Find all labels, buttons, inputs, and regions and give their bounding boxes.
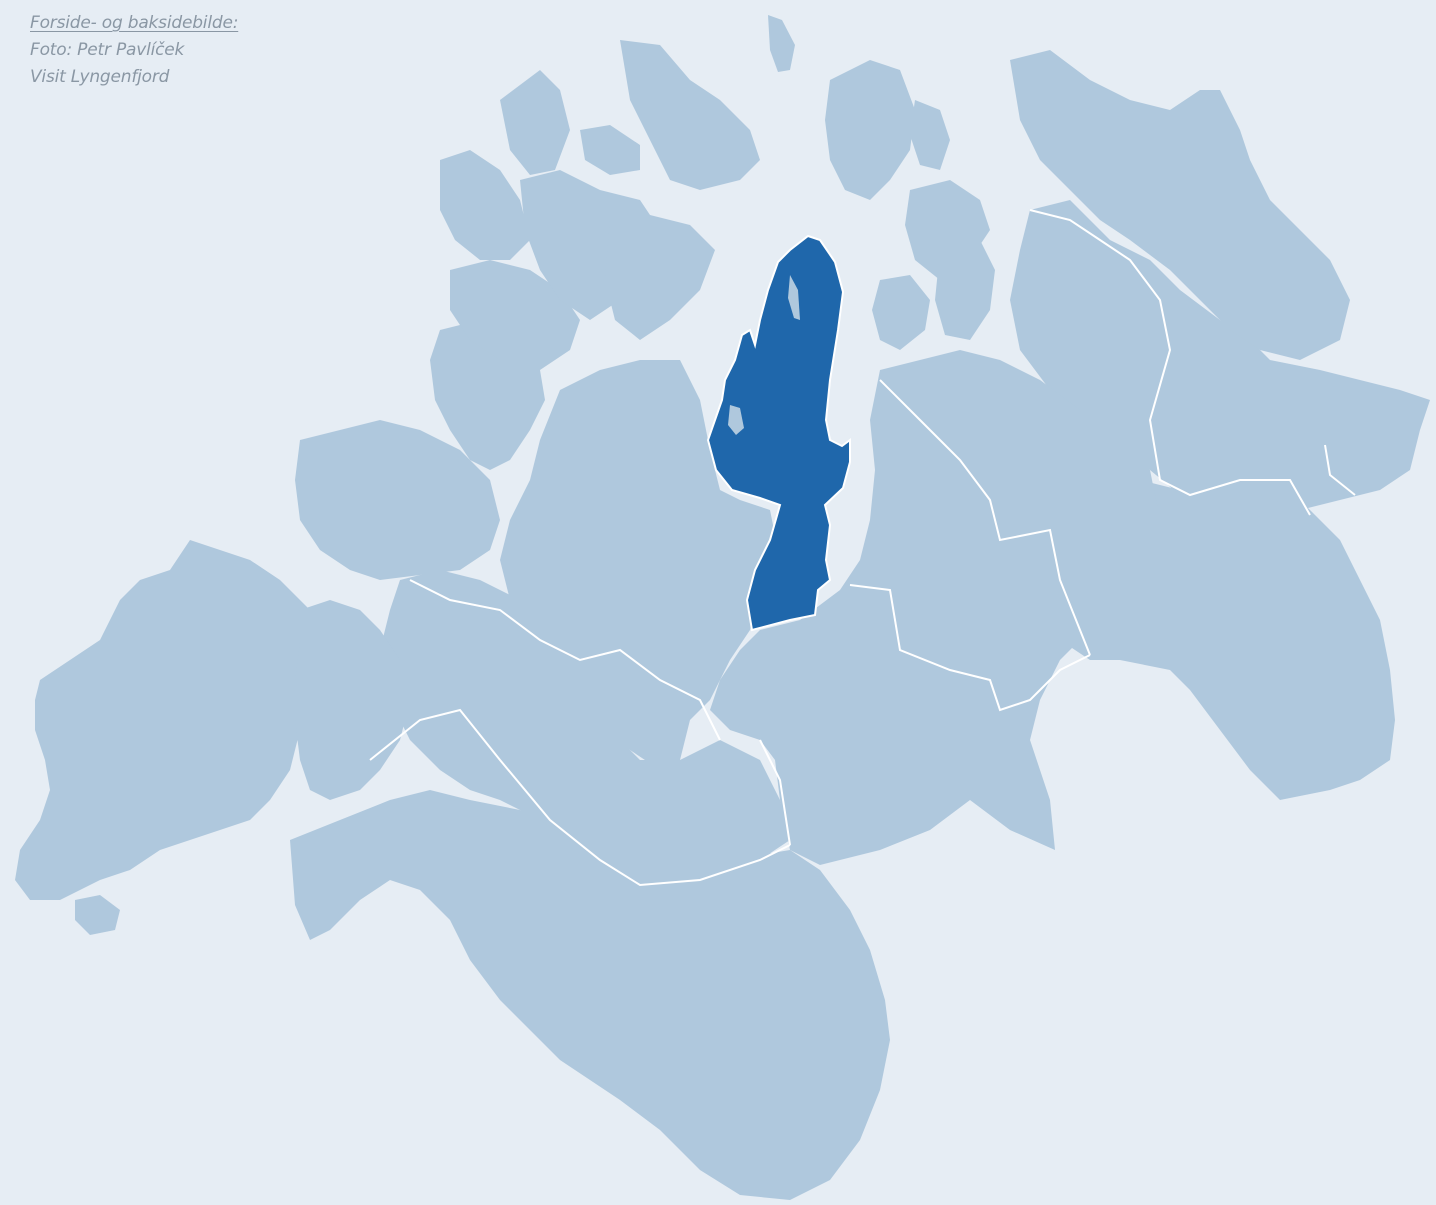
credits-source: Visit Lyngenfjord — [30, 67, 170, 87]
land-nw-5 — [620, 40, 760, 190]
highlight-inner-lake — [728, 405, 744, 435]
land-nw-2 — [440, 150, 530, 260]
land-ne-island-1 — [825, 60, 915, 200]
land-areas — [15, 15, 1430, 1200]
highlight-inner-lake — [788, 275, 800, 320]
border-line — [1324, 444, 1356, 496]
land-kvaloya — [295, 420, 500, 580]
land-nw-6 — [500, 70, 570, 175]
border-line — [759, 739, 791, 846]
credits-photographer: Foto: Petr Pavlíček — [30, 40, 185, 60]
photo-credits: Forside- og baksidebilde: Foto: Petr Pav… — [30, 10, 238, 91]
land-east-central — [710, 350, 1160, 865]
land-nw-4 — [605, 215, 715, 340]
border-line — [369, 708, 791, 887]
border-line — [879, 379, 1091, 656]
border-line — [409, 579, 721, 741]
land-north-islet — [768, 15, 795, 72]
highlighted-municipality[interactable] — [706, 234, 851, 632]
border-line — [849, 584, 1091, 712]
border-line — [1029, 209, 1311, 516]
land-ne-island-4 — [872, 275, 930, 350]
land-south-mainland — [290, 790, 890, 1200]
land-central — [500, 360, 780, 770]
land-nw-1 — [450, 260, 580, 370]
land-northeast-top — [1010, 50, 1350, 360]
land-west-island — [15, 540, 330, 900]
land-ne-island-2 — [910, 100, 950, 170]
municipal-borders — [369, 209, 1356, 887]
land-nw-7 — [580, 125, 640, 175]
land-midwest — [380, 570, 790, 880]
land-ne-island-5 — [935, 240, 995, 340]
credits-heading: Forside- og baksidebilde: — [30, 13, 239, 33]
land-sw-island — [75, 895, 120, 935]
